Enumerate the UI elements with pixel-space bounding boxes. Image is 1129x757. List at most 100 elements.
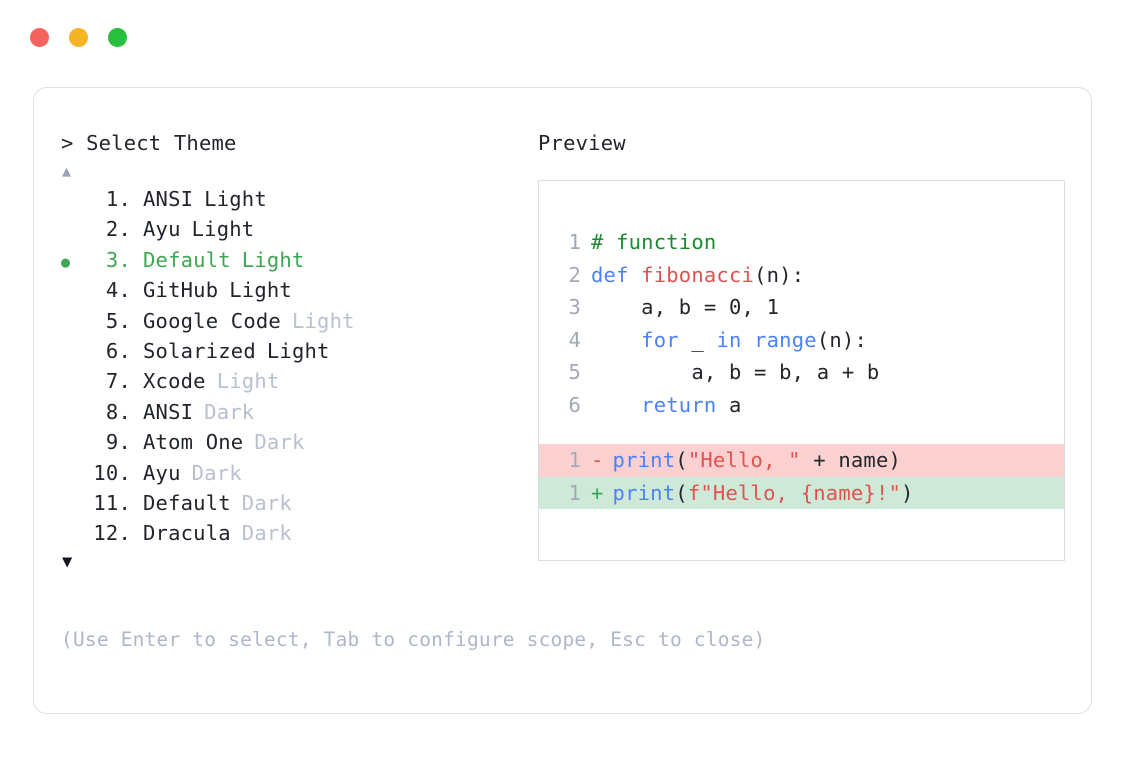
theme-item-name: Ayu [143,460,181,485]
code-token: ( [675,448,688,472]
theme-item-variant: Light [191,217,255,242]
theme-item-variant: Light [241,247,305,272]
theme-item-name: ANSI [143,399,194,424]
keyboard-help-text: (Use Enter to select, Tab to configure s… [61,628,766,651]
diff-block: 1-print("Hello, " + name)1+print(f"Hello… [539,444,1064,509]
theme-item-variant: Dark [204,399,255,424]
diff-sign: - [591,448,604,472]
theme-item-number: 2. [105,217,131,242]
line-number: 6 [568,392,581,417]
theme-item-number: 10. [93,460,131,485]
theme-item-variant: Light [204,187,267,211]
theme-item-variant: Light [266,338,330,363]
code-token [591,393,641,417]
theme-list-item[interactable]: 8. ANSI Dark [61,397,511,427]
code-token: , [741,295,767,319]
code-token: # function [591,230,717,254]
theme-item-variant: Light [229,278,292,303]
line-number: 2 [568,262,581,287]
code-token: "Hello, " [687,448,801,472]
theme-item-name: Google Code [143,308,281,333]
theme-item-name: Dracula [143,521,231,546]
close-window-button[interactable] [30,28,49,47]
prompt-line: > Select Theme [61,128,511,158]
theme-item-number: 8. [105,399,131,424]
code-line-text: a, b = 0, 1 [591,291,779,324]
window-titlebar [30,28,127,47]
preview-label: Preview [538,131,626,155]
prompt-symbol: > [61,131,74,155]
theme-item-name: Ayu [143,217,181,242]
line-number: 1 [568,230,581,254]
theme-list-item[interactable]: 6. Solarized Light [61,336,511,366]
code-line: 3 a, b = 0, 1 [539,291,1064,324]
maximize-window-button[interactable] [108,28,127,47]
code-token: (n): [816,327,867,352]
scroll-up-icon[interactable]: ▲ [62,162,72,180]
theme-item-number: 9. [105,430,131,455]
theme-item-number: 1. [105,187,131,211]
code-line: 4 for _ in range(n): [539,324,1064,357]
code-token: _ [678,327,717,352]
theme-item-variant: Dark [191,460,242,485]
code-token: a, b = b, a + b [591,360,880,384]
code-line: 6 return a [539,389,1064,422]
code-token: 1 [766,295,780,319]
theme-item-variant: Light [216,369,280,394]
theme-item-number: 12. [93,521,131,546]
theme-list-item[interactable]: 12. Dracula Dark [61,518,511,548]
theme-list-item[interactable]: 10. Ayu Dark [61,458,511,488]
code-token: for [641,327,679,352]
code-token [742,328,755,352]
theme-item-name: Solarized [143,338,256,363]
theme-item-number: 3. [105,247,131,272]
minimize-window-button[interactable] [69,28,88,47]
theme-item-variant: Dark [241,490,292,515]
theme-item-name: Default [143,490,231,515]
code-token: 0 [728,295,742,319]
code-token: range [754,327,817,352]
code-token: ( [675,480,688,505]
diff-line-del: 1-print("Hello, " + name) [539,444,1064,477]
theme-list-item[interactable]: 4. GitHub Light [61,275,511,305]
code-line-text: a, b = b, a + b [591,356,879,389]
theme-item-name: GitHub [143,278,219,303]
code-diff-spacer [539,421,1064,444]
code-token: in [716,327,742,352]
code-token: ) [901,480,914,505]
code-token: print [612,480,676,505]
diff-line-add: 1+print(f"Hello, {name}!") [539,476,1064,510]
theme-item-name: Xcode [143,369,206,394]
theme-item-number: 4. [105,278,131,303]
code-token: print [612,448,676,472]
line-number: 4 [568,327,581,352]
theme-list-item[interactable]: 2. Ayu Light [61,214,511,244]
code-token [591,328,641,352]
line-number: 3 [568,295,581,319]
code-token: return [641,392,717,417]
theme-item-variant: Dark [241,521,292,546]
theme-item-number: 6. [105,338,131,363]
code-token: a, b = [591,295,729,319]
code-line-text: # function [591,226,716,259]
code-token: def [591,262,642,287]
theme-item-name: Default [143,247,231,272]
code-token: f"Hello, {name}!" [687,480,902,505]
code-token: a [716,392,742,417]
scroll-down-icon[interactable]: ▼ [62,551,73,572]
code-line-text: print(f"Hello, {name}!") [613,477,914,510]
